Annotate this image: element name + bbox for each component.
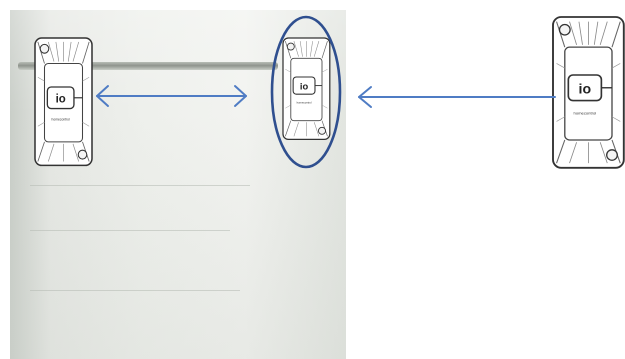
device-middle-brand: homecontrol [297,101,312,105]
double-arrow [97,86,246,106]
device-middle: io homecontrol [283,38,330,139]
device-right: io homecontrol [553,17,624,168]
device-left: io homecontrol [35,38,92,165]
device-right-brand: homecontrol [574,110,597,115]
single-arrow [359,87,555,107]
device-right-logo: io [579,81,592,97]
device-left-brand: homecontrol [52,117,70,121]
device-left-logo: io [56,94,66,106]
device-middle-logo: io [300,81,309,91]
